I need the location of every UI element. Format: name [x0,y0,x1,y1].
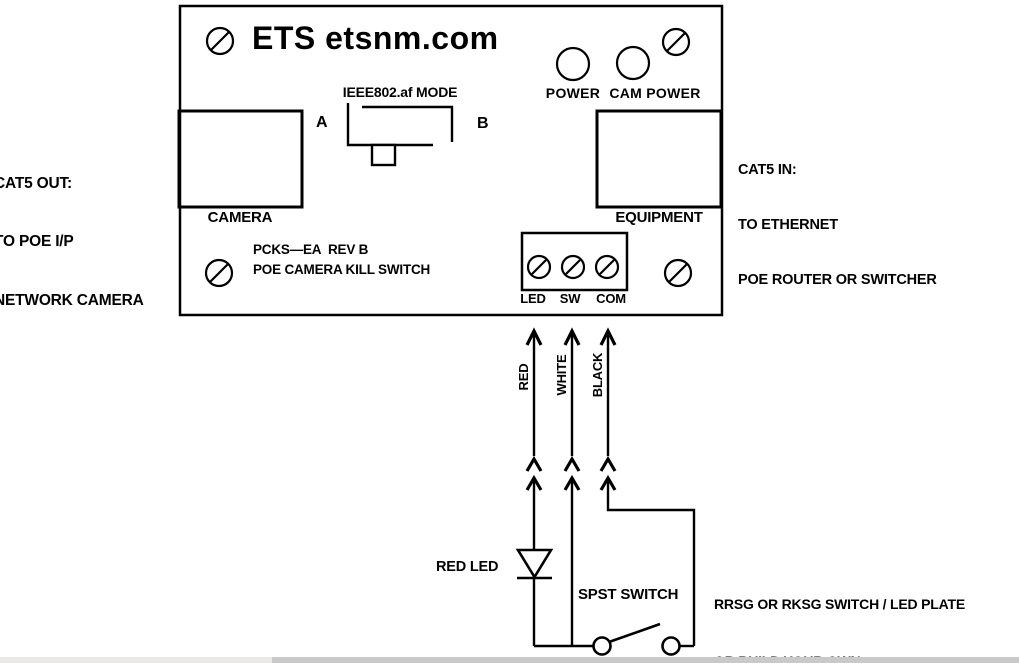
black-wire [599,327,696,646]
camera-port-label: CAMERA [207,209,273,226]
spst-switch-symbol [534,622,694,656]
mode-switch-label: IEEE802.af MODE [342,84,458,100]
cat5-in-line1: CAT5 IN: [738,162,797,179]
power-led-label: POWER [545,85,601,101]
screw-icon [205,26,235,56]
screw-icon [204,258,234,288]
cam-power-led-label: CAM POWER [609,85,701,101]
power-led-icon [555,46,591,82]
brand-title: ETS etsnm.com [252,20,499,56]
led-diode-symbol [515,548,554,580]
terminal-label-led: LED [520,291,546,306]
wire-label-black: BLACK [589,352,605,398]
mode-position-b-label: B [477,115,489,132]
build-note-line1: RRSG OR RKSG SWITCH / LED PLATE [714,596,965,613]
spst-switch-label: SPST SWITCH [578,586,679,603]
cat5-in-note: CAT5 IN: TO ETHERNET POE ROUTER OR SWITC… [738,127,937,325]
equipment-port-label: EQUIPMENT [615,209,703,226]
terminal-screw-icon [526,254,552,280]
terminal-screw-icon [594,254,620,280]
red-wire [525,327,543,646]
screw-icon [663,258,693,288]
cat5-in-line2: TO ETHERNET [738,217,838,234]
cat5-out-note: CAT5 OUT: TO POE I/P NETWORK CAMERA [0,136,144,348]
mode-slide-switch [346,103,454,167]
build-your-own-note: RRSG OR RKSG SWITCH / LED PLATE OR BUILD… [714,560,965,663]
terminal-label-sw: SW [559,291,581,306]
wire-label-red: RED [515,363,531,391]
red-led-label: RED LED [436,559,499,575]
screw-icon [661,27,691,57]
horizontal-scrollbar[interactable] [0,657,1019,663]
product-name-text: POE CAMERA KILL SWITCH [253,262,431,277]
wire-label-white: WHITE [553,354,569,396]
terminal-label-com: COM [596,291,626,306]
terminal-screw-icon [560,254,586,280]
white-wire [563,327,581,646]
cat5-in-line3: POE ROUTER OR SWITCHER [738,272,937,289]
board-model-text: PCKS—EA REV B [253,242,369,257]
cat5-out-line1: CAT5 OUT: [0,174,72,192]
cat5-out-line3: NETWORK CAMERA [0,291,144,309]
camera-port [177,109,304,209]
equipment-port [595,109,723,209]
cat5-out-line2: TO POE I/P [0,233,74,251]
cam-power-led-icon [615,45,651,81]
terminal-block [520,231,629,292]
mode-switch-knob [370,143,397,167]
mode-position-a-label: A [316,114,328,131]
horizontal-scrollbar-thumb[interactable] [272,657,1019,663]
